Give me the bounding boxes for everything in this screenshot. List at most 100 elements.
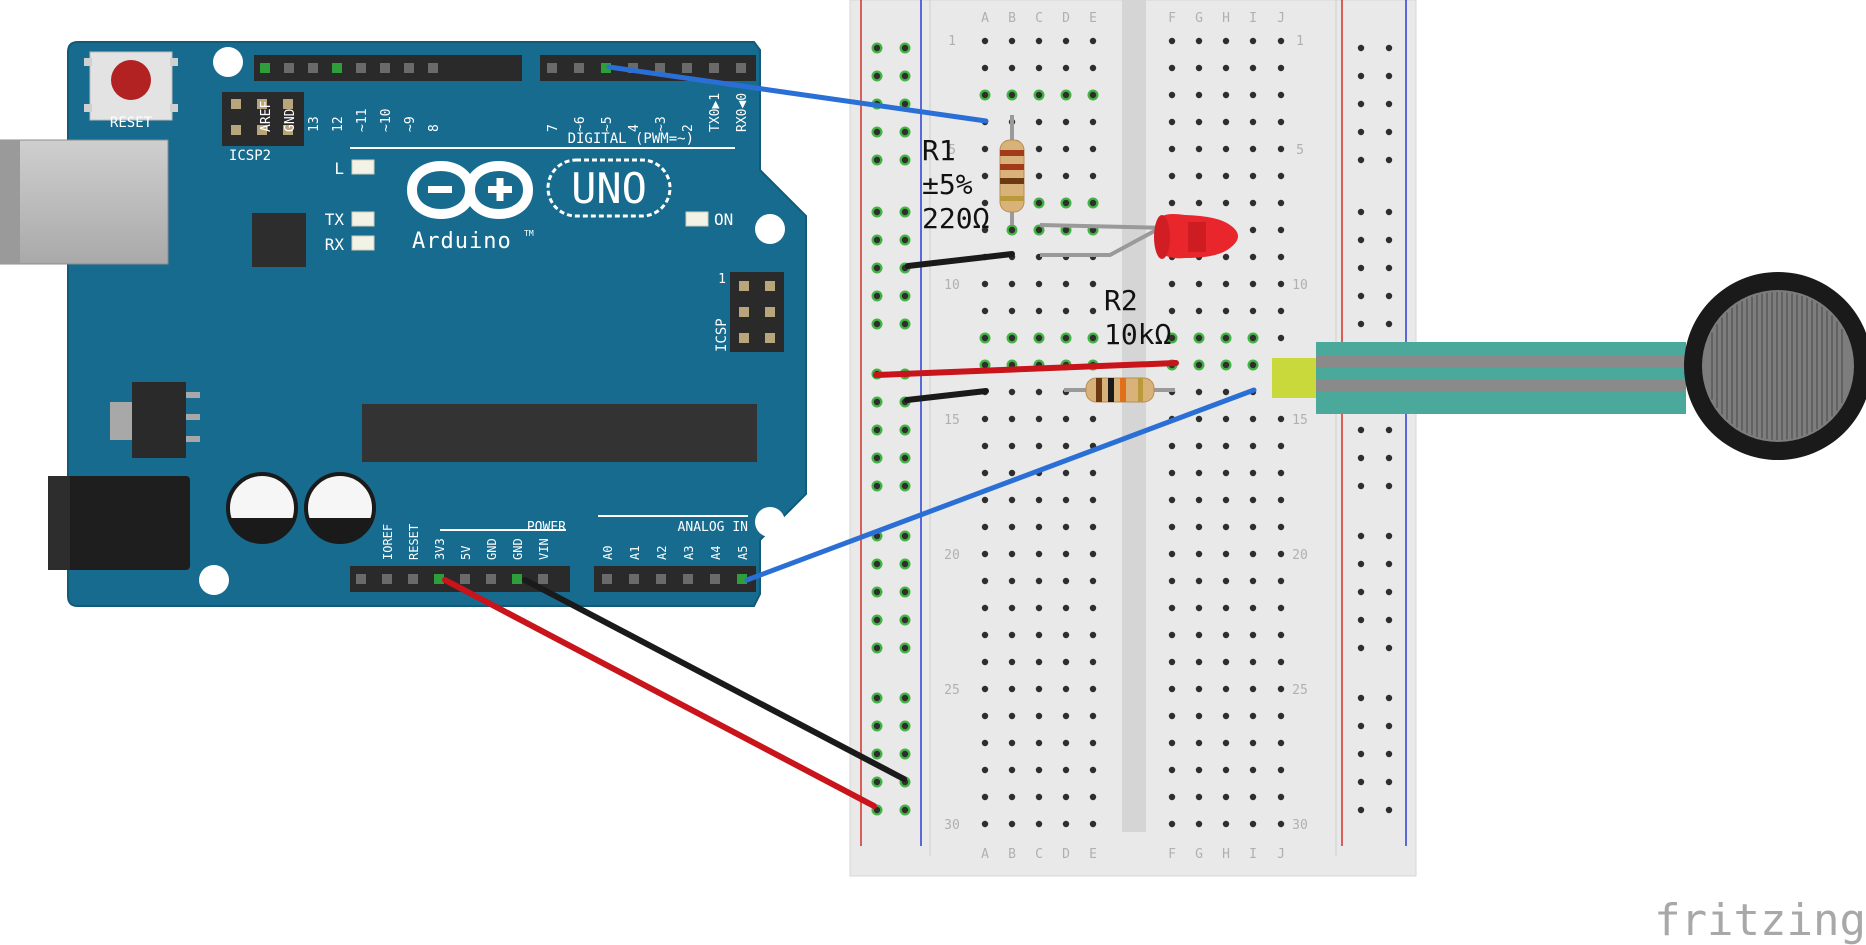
digital-pin-label: ~6: [573, 116, 588, 132]
breadboard-hole: [1277, 415, 1285, 423]
breadboard-hole: [1249, 523, 1257, 531]
breadboard-hole: [1008, 793, 1016, 801]
breadboard-hole: [1277, 64, 1285, 72]
column-label: I: [1249, 11, 1257, 26]
breadboard-hole: [1035, 793, 1043, 801]
column-label: I: [1249, 847, 1257, 862]
breadboard-hole: [1062, 415, 1070, 423]
analog-pin-label: A1: [628, 546, 642, 560]
breadboard-hole: [1089, 91, 1097, 99]
breadboard-hole: [1277, 280, 1285, 288]
breadboard-hole: [1195, 631, 1203, 639]
rail-hole: [901, 320, 909, 328]
breadboard-hole: [1277, 604, 1285, 612]
breadboard-hole: [1195, 64, 1203, 72]
column-label: C: [1035, 847, 1043, 862]
rail-hole: [1385, 264, 1393, 272]
breadboard-hole: [981, 361, 989, 369]
digital-pin-label: 2: [681, 124, 696, 132]
header-pin: [308, 63, 318, 73]
breadboard-hole: [1249, 820, 1257, 828]
breadboard-hole: [1168, 523, 1176, 531]
arduino-infinity-logo: [406, 161, 534, 219]
breadboard-hole: [981, 739, 989, 747]
led-on-label: ON: [714, 210, 733, 229]
breadboard-hole: [1062, 307, 1070, 315]
breadboard-hole: [1277, 712, 1285, 720]
header-pin: [428, 63, 438, 73]
rail-hole: [1357, 264, 1365, 272]
breadboard-hole: [1008, 226, 1016, 234]
reset-button[interactable]: [84, 51, 178, 121]
rail-hole: [873, 320, 881, 328]
icsp-pin: [739, 307, 749, 317]
rail-hole: [1385, 806, 1393, 814]
breadboard-hole: [1062, 199, 1070, 207]
rail-hole: [1385, 778, 1393, 786]
breadboard-hole: [981, 793, 989, 801]
breadboard-hole: [1168, 820, 1176, 828]
breadboard-hole: [1249, 226, 1257, 234]
uno-logo-text: UNO: [571, 164, 647, 213]
rail-hole: [873, 454, 881, 462]
breadboard-hole: [1168, 91, 1176, 99]
rail-hole: [873, 236, 881, 244]
breadboard-hole: [1277, 685, 1285, 693]
breadboard-hole: [981, 685, 989, 693]
rail-hole: [1385, 44, 1393, 52]
breadboard-hole: [1195, 820, 1203, 828]
breadboard-hole: [1062, 280, 1070, 288]
usb-connector-edge: [0, 140, 20, 264]
rail-hole: [1385, 482, 1393, 490]
breadboard-hole: [1249, 334, 1257, 342]
row-number-label: 1: [1296, 34, 1304, 49]
breadboard-hole: [981, 145, 989, 153]
rail-hole: [1385, 694, 1393, 702]
breadboard-hole: [1008, 37, 1016, 45]
breadboard-hole: [1035, 523, 1043, 531]
breadboard-hole: [1277, 172, 1285, 180]
power-pin-label: GND: [511, 538, 525, 560]
power-pin-label: GND: [485, 538, 499, 560]
breadboard-hole: [1222, 334, 1230, 342]
header-pin: [655, 63, 665, 73]
breadboard-hole: [1062, 577, 1070, 585]
breadboard-hole: [1008, 523, 1016, 531]
rail-hole: [873, 482, 881, 490]
row-number-label: 25: [944, 683, 960, 698]
column-label: H: [1222, 11, 1230, 26]
rail-hole: [1385, 236, 1393, 244]
led-l-label: L: [334, 159, 344, 178]
rail-hole: [1357, 778, 1365, 786]
power-pin-label: IOREF: [381, 524, 395, 560]
digital-pin-label: 12: [331, 116, 346, 132]
breadboard-hole: [1035, 334, 1043, 342]
breadboard-hole: [1168, 442, 1176, 450]
rail-hole: [901, 208, 909, 216]
breadboard-hole: [1195, 766, 1203, 774]
breadboard-hole: [1089, 739, 1097, 747]
breadboard-hole: [1195, 712, 1203, 720]
rail-hole: [1357, 72, 1365, 80]
digital-pin-label: RX0◀0: [735, 93, 750, 132]
breadboard-hole: [981, 658, 989, 666]
breadboard-hole: [1089, 226, 1097, 234]
breadboard-hole: [1062, 793, 1070, 801]
icsp2-pin: [231, 125, 241, 135]
breadboard-hole: [1035, 658, 1043, 666]
breadboard-hole: [1249, 442, 1257, 450]
rail-hole: [1357, 750, 1365, 758]
breadboard-hole: [1277, 199, 1285, 207]
rail-hole: [901, 588, 909, 596]
breadboard-hole: [1008, 604, 1016, 612]
breadboard-hole: [1195, 604, 1203, 612]
header-pin: [547, 63, 557, 73]
rail-hole: [873, 264, 881, 272]
mounting-hole: [755, 214, 785, 244]
rail-hole: [901, 482, 909, 490]
rail-hole: [1385, 644, 1393, 652]
fritzing-watermark: fritzing: [1654, 895, 1866, 945]
column-label: F: [1168, 11, 1176, 26]
fsr-grid: [1711, 292, 1843, 440]
breadboard-hole: [1035, 145, 1043, 153]
